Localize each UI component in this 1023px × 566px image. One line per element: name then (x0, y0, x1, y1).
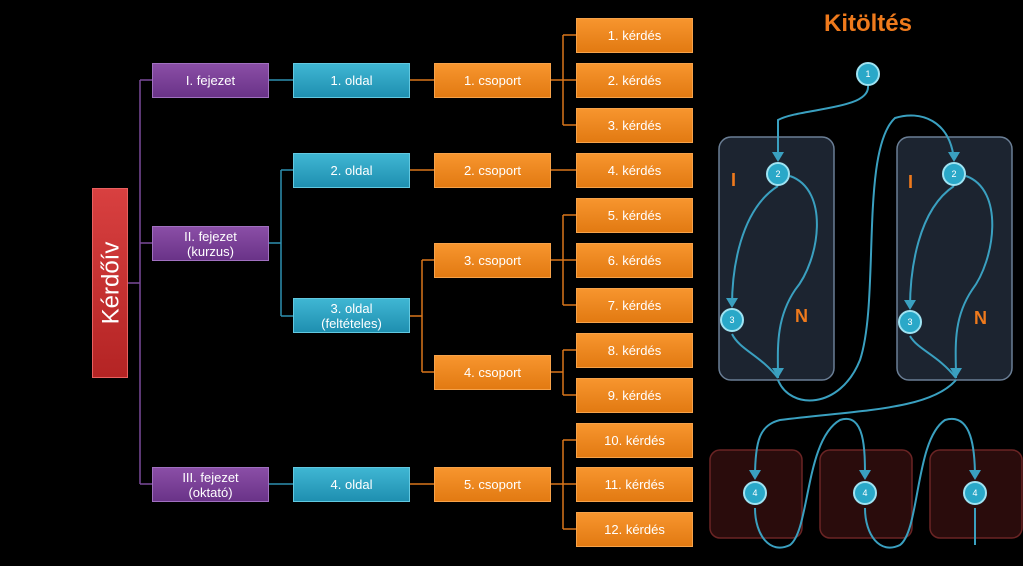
flow-node-3-right: 3 (898, 310, 922, 334)
question-10: 10. kérdés (576, 423, 693, 458)
flow-node-1: 1 (856, 62, 880, 86)
flow-node-2-right: 2 (942, 162, 966, 186)
root-box (92, 188, 128, 378)
question-11: 11. kérdés (576, 467, 693, 502)
chapter-2: II. fejezet (kurzus) (152, 226, 269, 261)
flow-label-i-left: I (731, 170, 737, 190)
question-8: 8. kérdés (576, 333, 693, 368)
flow-title: Kitöltés (823, 10, 912, 37)
flow-node-4-a: 4 (743, 481, 767, 505)
question-9: 9. kérdés (576, 378, 693, 413)
question-4: 4. kérdés (576, 153, 693, 188)
question-3: 3. kérdés (576, 108, 693, 143)
question-1: 1. kérdés (576, 18, 693, 53)
flow-label-n-right: N (974, 308, 987, 328)
question-5: 5. kérdés (576, 198, 693, 233)
page-2: 2. oldal (293, 153, 410, 188)
question-2: 2. kérdés (576, 63, 693, 98)
flow-node-2-left: 2 (766, 162, 790, 186)
flow-label-n-left: N (795, 306, 808, 326)
page-3: 3. oldal (feltételes) (293, 298, 410, 333)
group-2: 2. csoport (434, 153, 551, 188)
question-6: 6. kérdés (576, 243, 693, 278)
flow-node-4-c: 4 (963, 481, 987, 505)
flow-arrowheads (726, 152, 981, 480)
root-label-wrap: Kérdőív (95, 188, 127, 378)
chapter-1: I. fejezet (152, 63, 269, 98)
chapter-3: III. fejezet (oktató) (152, 467, 269, 502)
question-12: 12. kérdés (576, 512, 693, 547)
flow-arrows (731, 85, 994, 549)
flow-node-4-b: 4 (853, 481, 877, 505)
root-label: Kérdőív (97, 241, 124, 325)
group-1: 1. csoport (434, 63, 551, 98)
group-3: 3. csoport (434, 243, 551, 278)
page-1: 1. oldal (293, 63, 410, 98)
page-4: 4. oldal (293, 467, 410, 502)
group-5: 5. csoport (434, 467, 551, 502)
flow-label-i-right: I (908, 172, 914, 192)
flow-node-3-left: 3 (720, 308, 744, 332)
group-4: 4. csoport (434, 355, 551, 390)
question-7: 7. kérdés (576, 288, 693, 323)
